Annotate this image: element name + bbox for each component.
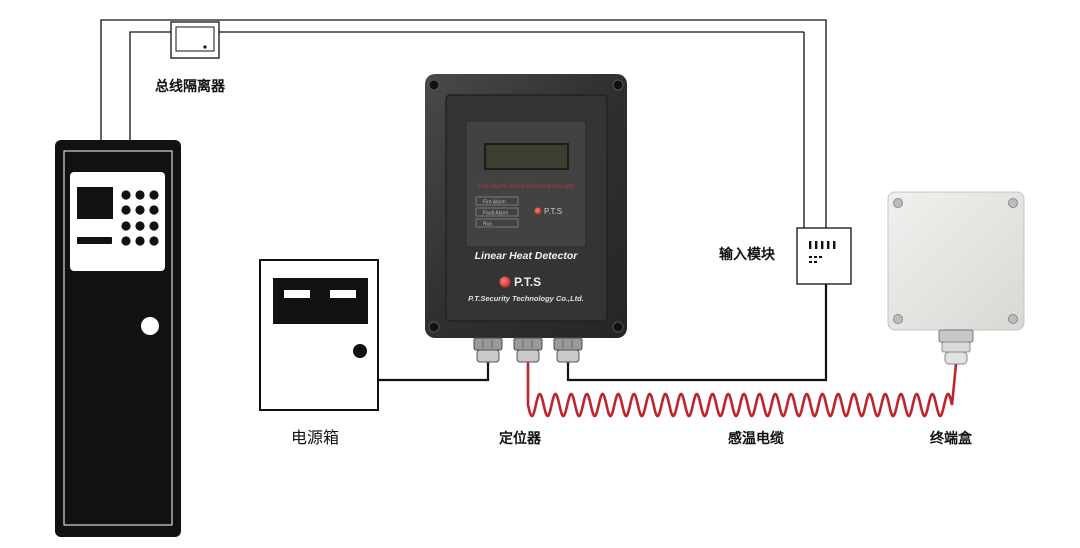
cabinet-lock [141,317,159,335]
detector-status-run: Run [483,222,492,228]
power-box [259,259,379,411]
detector-screws [428,79,624,333]
sensing-cable [526,362,958,418]
detector-small-led [534,207,542,215]
cabinet-control-panel [70,172,165,271]
label-isolator: 总线隔离器 [155,79,225,95]
bus-wires [100,19,827,228]
detector-status-fault: Fault Alarm [483,211,508,217]
cabinet-keypad [121,190,159,246]
detector-status-boxes [475,196,519,228]
bus-wire-outer [100,19,827,228]
input-module [796,227,852,285]
terminal-box [887,191,1025,365]
label-sensing-cable: 感温电缆 [728,431,784,447]
locator-wire [566,284,828,382]
label-power-box: 电源箱 [291,428,340,447]
detector-logo: P.T.S [514,275,541,289]
isolator-device [170,21,220,59]
label-locator: 定位器 [499,431,541,447]
signal-wires [378,284,828,382]
detector-status-fire: Fire Alarm [483,200,506,206]
detector-company: P.T.Security Technology Co.,Ltd. [468,294,584,303]
power-wire [378,360,490,382]
detector-unit: Fire Alarm Point Distance Locator Fire A… [425,74,627,363]
detector-small-logo: P.T.S [544,207,562,216]
label-end-box: 终端盒 [930,431,972,447]
cabinet-display [77,187,113,219]
cabinet-slot [77,237,112,244]
detector-lcd [484,143,569,170]
bus-wire-inner [129,31,171,140]
detector-panel-caption: Fire Alarm Point Distance Locator [478,183,576,190]
detector-face [465,120,587,248]
detector-glands [473,337,583,363]
detector-title: Linear Heat Detector [475,250,579,262]
sensing-cable-coil [526,362,958,418]
detector-logo-led [499,276,511,288]
controller-cabinet [55,140,181,537]
label-input-module: 输入模块 [719,247,775,263]
